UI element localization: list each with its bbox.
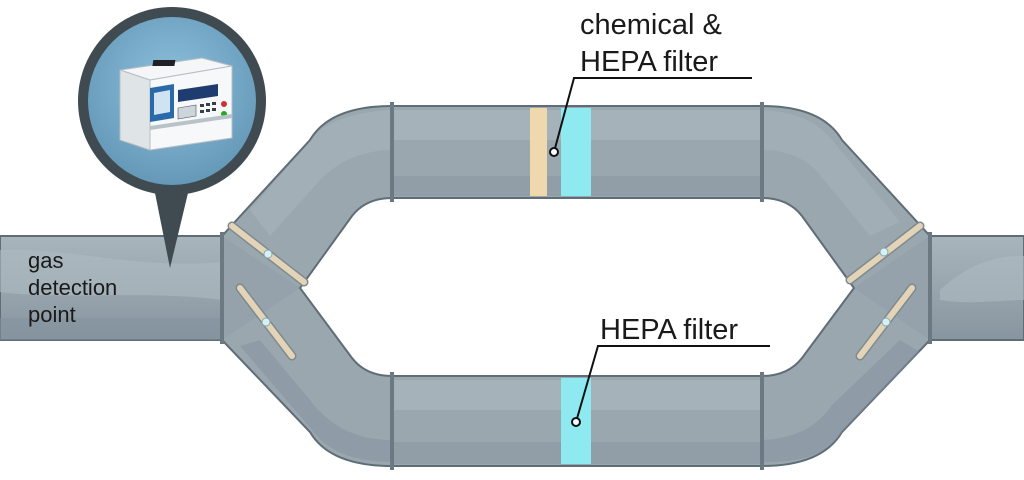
gas-detector-device-icon xyxy=(120,58,232,150)
chemical-hepa-filter-label-line-1: chemical & xyxy=(580,9,722,41)
damper-pivot xyxy=(882,318,890,326)
damper-pivot xyxy=(264,250,272,258)
upper-hepa-filter-element[interactable] xyxy=(561,108,591,196)
hepa-filter-leader-dot xyxy=(572,418,580,426)
gas-detection-point-label-line-2: detection xyxy=(28,275,117,300)
chemical-filter-element[interactable] xyxy=(530,108,547,196)
damper-pivot xyxy=(262,318,270,326)
chem-filter-leader-dot xyxy=(550,148,558,156)
gas-detection-point-label-line-3: point xyxy=(28,302,76,327)
chemical-hepa-filter-label-line-2: HEPA filter xyxy=(580,46,718,78)
gas-detection-point-label-line-1: gas xyxy=(28,248,63,273)
damper-pivot xyxy=(880,248,888,256)
hepa-filter-label: HEPA filter xyxy=(600,314,738,346)
